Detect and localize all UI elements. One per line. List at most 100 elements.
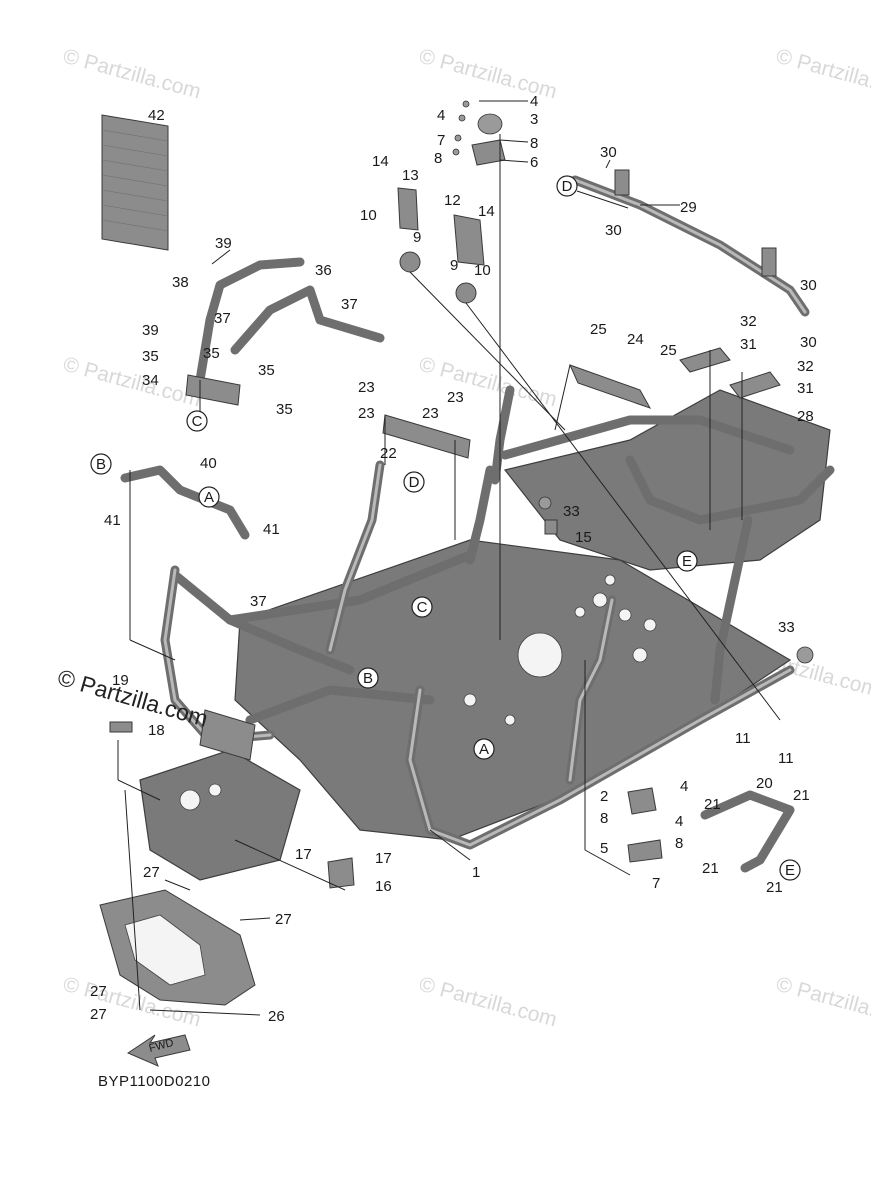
front-cross [225, 550, 475, 625]
engine-mount-upper [452, 100, 506, 166]
part-label: 21 [704, 796, 721, 813]
watermark: © Partzilla.com [61, 353, 204, 412]
watermark: © Partzilla.com [774, 45, 871, 104]
clip-15 [544, 519, 558, 535]
part-label: 39 [215, 235, 232, 252]
part-label: 40 [200, 455, 217, 472]
rear-crossbar-highlight [573, 178, 807, 314]
reference-circle [411, 596, 433, 618]
bracket-20 [700, 790, 795, 873]
part-label: 4 [680, 778, 688, 795]
part-label: 30 [600, 144, 617, 161]
part-label: 35 [203, 345, 220, 362]
part-label: 27 [90, 983, 107, 1000]
diagonal-brace [245, 685, 435, 725]
part-label: 8 [675, 835, 683, 852]
part-label: 3 [530, 111, 538, 128]
part-label: 7 [437, 132, 445, 149]
plate-18 [109, 721, 133, 733]
part-label: 30 [800, 334, 817, 351]
tube-36 [230, 285, 385, 355]
reference-letter: D [409, 474, 420, 491]
reference-letter: E [682, 553, 692, 570]
part-label: 8 [434, 150, 442, 167]
part-label: 31 [740, 336, 757, 353]
bolt [452, 148, 460, 156]
part-label: 30 [605, 222, 622, 239]
part-label: 9 [413, 229, 421, 246]
floor-hole [604, 574, 616, 586]
part-label: 31 [797, 380, 814, 397]
part-label: 30 [800, 277, 817, 294]
reference-letter: A [479, 741, 489, 758]
watermark: © Partzilla.com [774, 973, 871, 1032]
reference-circle [357, 667, 379, 689]
bracket-24 [569, 364, 652, 409]
reference-letter: C [417, 599, 428, 616]
part-label: 37 [214, 310, 231, 327]
part-label: 4 [530, 93, 538, 110]
reference-circle [676, 550, 698, 572]
part-label: 35 [276, 401, 293, 418]
floor-hole [592, 592, 608, 608]
part-label: 35 [142, 348, 159, 365]
crossbar-bracket [761, 247, 777, 277]
part-label: 7 [652, 875, 660, 892]
mesh-panel-grid [101, 129, 169, 232]
reference-circle [198, 486, 220, 508]
watermark: © Partzilla.com [61, 45, 204, 104]
floor-hole [504, 714, 516, 726]
part-label: 9 [450, 257, 458, 274]
part-label: 32 [740, 313, 757, 330]
cap-33-b [538, 496, 552, 510]
part-label: 15 [575, 529, 592, 546]
reference-circle [473, 738, 495, 760]
rear-upright-highlight [568, 598, 614, 782]
part-label: 8 [530, 135, 538, 152]
reference-letter: C [192, 413, 203, 430]
part-label: 25 [660, 342, 677, 359]
part-label: 28 [797, 408, 814, 425]
part-label: 23 [358, 405, 375, 422]
part-label: 10 [360, 207, 377, 224]
reference-letter: B [363, 670, 373, 687]
part-label: 21 [766, 879, 783, 896]
part-label: 41 [104, 512, 121, 529]
floor-hole [463, 693, 477, 707]
damper-9-right [455, 282, 477, 304]
part-label: 20 [756, 775, 773, 792]
bumper-hole [179, 789, 201, 811]
part-label: 24 [627, 331, 644, 348]
rear-upright-right [710, 515, 753, 705]
front-loop-upper [170, 570, 355, 675]
part-label: 25 [590, 321, 607, 338]
part-label: 23 [358, 379, 375, 396]
part-label: 34 [142, 372, 159, 389]
part-label: 36 [315, 262, 332, 279]
floor-hole [618, 608, 632, 622]
part-label: 35 [258, 362, 275, 379]
part-label: 27 [90, 1006, 107, 1023]
part-label: 11 [735, 730, 751, 747]
part-label: 17 [375, 850, 392, 867]
bolt [454, 134, 462, 142]
part-label: 39 [142, 322, 159, 339]
bracket-13 [397, 187, 419, 231]
nut [458, 114, 466, 122]
bracket-5 [627, 839, 663, 863]
part-label: 27 [275, 911, 292, 928]
reference-circle [90, 453, 112, 475]
part-label: 10 [474, 262, 491, 279]
part-label: 22 [380, 445, 397, 462]
mesh-panel [101, 114, 169, 251]
document-code: BYP1100D0210 [98, 1073, 211, 1090]
part-label: 29 [680, 199, 697, 216]
reference-circle [403, 471, 425, 493]
fwd-arrow [126, 1034, 191, 1067]
part-label: 23 [422, 405, 439, 422]
part-label: 4 [437, 107, 445, 124]
reference-letter: D [562, 178, 573, 195]
reference-marks: D C B A D C E B A E [90, 175, 801, 881]
part-labels: 42 4 4 3 7 8 8 6 14 13 12 14 10 9 9 10 3… [90, 93, 817, 1025]
